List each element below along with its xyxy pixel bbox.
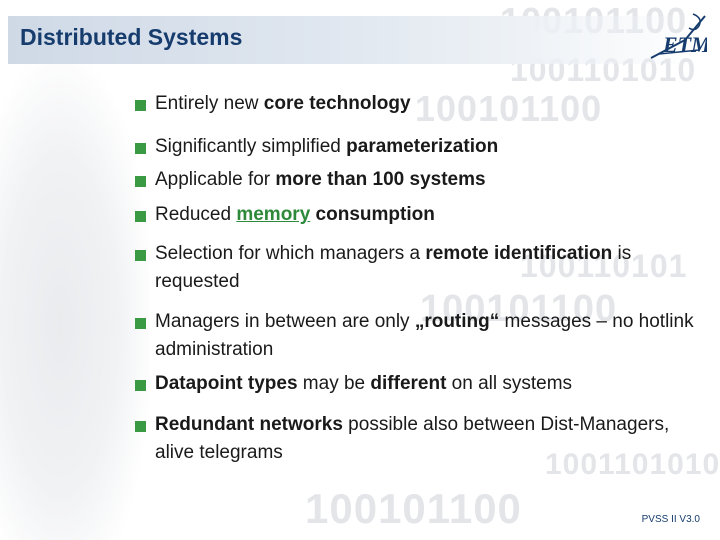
bullet-link-text[interactable]: memory [236, 204, 311, 225]
bullet-text: Significantly simplified parameterizatio… [155, 133, 705, 161]
bullet-square-icon [135, 100, 146, 111]
bullet-text: Entirely new core technology [155, 90, 705, 118]
bullet-square-icon [135, 176, 146, 187]
bullet-text-segment: Redundant networks [155, 414, 343, 435]
footer-version: PVSS II V3.0 [641, 514, 700, 525]
bullet-square-icon [135, 421, 146, 432]
background-digits: 100101100 [415, 88, 603, 129]
bullet-text: Managers in between are only „routing“ m… [155, 308, 705, 364]
bullet-text-segment: is requested [155, 243, 632, 292]
bullet-text-segment: Selection for which managers a [155, 243, 426, 264]
bullet-text-segment: may be [297, 373, 371, 394]
bullet-text-segment: more than 100 systems [275, 169, 486, 190]
bullet-text: Applicable for more than 100 systems [155, 166, 705, 194]
bullet-square-icon [135, 143, 146, 154]
bullet-text-segment: „routing“ [414, 311, 500, 332]
bullet-text-segment: remote identification [425, 243, 613, 264]
bullet-text: Redundant networks possible also between… [155, 411, 705, 467]
svg-text:ETM: ETM [662, 32, 707, 57]
background-digits: 100110101 [520, 248, 688, 284]
slide-title: Distributed Systems [20, 24, 243, 50]
bullet-text-segment: Significantly simplified [155, 136, 347, 157]
bullet-text-segment: messages – no hotlink administration [155, 311, 694, 360]
bullet-text-segment: core technology [263, 93, 411, 114]
bullet-square-icon [135, 380, 146, 391]
bullet-text-segment: on all systems [446, 373, 573, 394]
bullet-square-icon [135, 318, 146, 329]
bullet-text: Selection for which managers a remote id… [155, 240, 705, 296]
background-digits: 100101100 [420, 288, 618, 330]
bullet-text-segment: Reduced [155, 204, 237, 225]
bullet-text-segment: Datapoint types [155, 373, 298, 394]
bullet-text-segment: Applicable for [155, 169, 276, 190]
bullet-text-segment: Entirely new [155, 93, 264, 114]
bullet-text-segment: different [370, 373, 447, 394]
bullet-text-segment: Managers in between are only [155, 311, 415, 332]
bullet-text-segment: parameterization [346, 136, 499, 157]
background-digits: 1001101010 [545, 448, 720, 481]
bullet-square-icon [135, 211, 146, 222]
background-digits: 100101100 [305, 485, 522, 532]
logo-etm-icon: ETM [650, 13, 707, 59]
bullet-square-icon [135, 250, 146, 261]
bullet-text: Reduced memory consumption [155, 201, 705, 229]
bullet-text-segment: consumption [315, 204, 435, 225]
bullet-text-segment: possible also between Dist-Managers, ali… [155, 414, 670, 463]
background-face-image [0, 60, 150, 540]
bullet-text: Datapoint types may be different on all … [155, 370, 705, 398]
title-bar [8, 16, 698, 64]
